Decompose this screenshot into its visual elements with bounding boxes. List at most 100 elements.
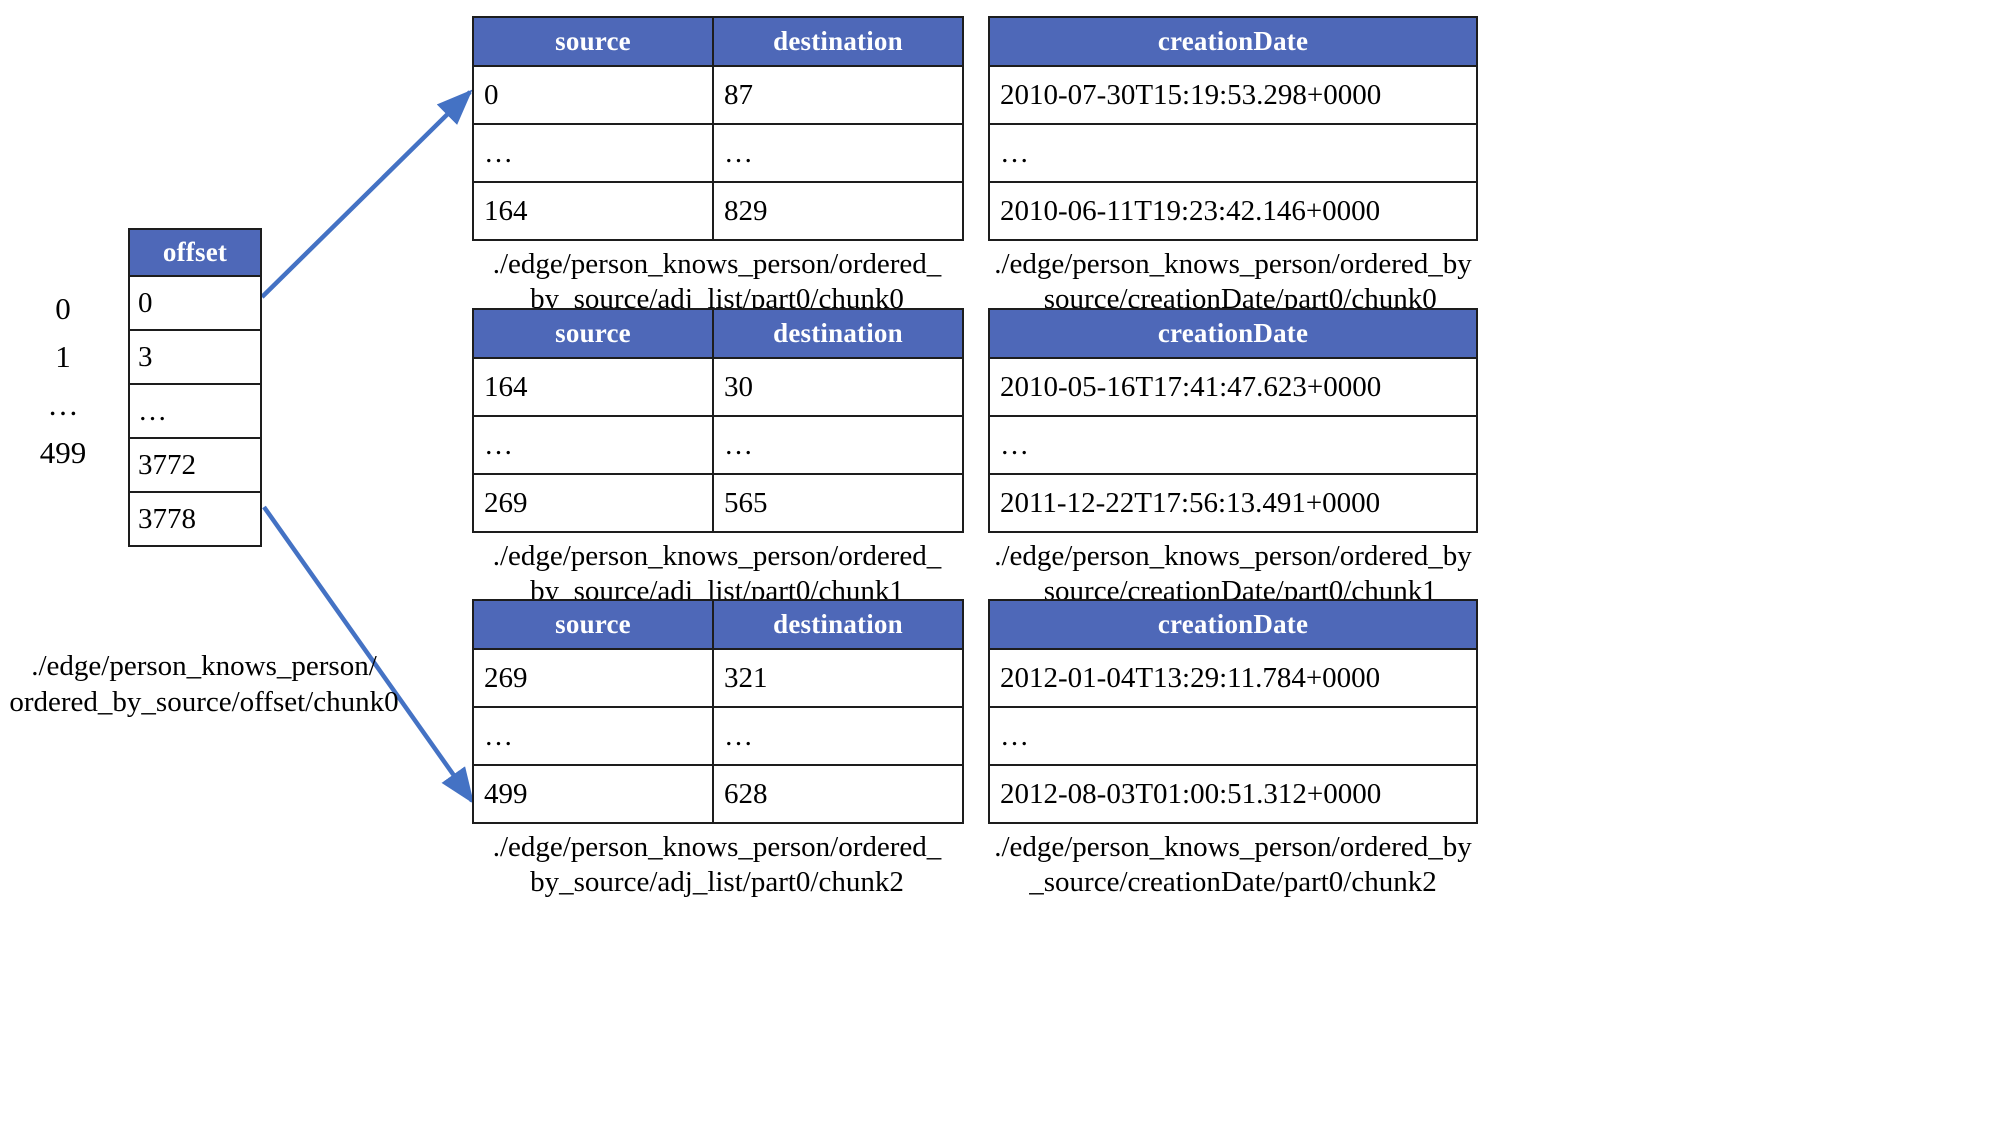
offset-caption-line2: ordered_by_source/offset/chunk0 bbox=[9, 686, 399, 719]
table-header-row: creationDate bbox=[988, 308, 1478, 359]
adj-list-table-chunk0: source destination 0 87 … … 164 829 bbox=[472, 16, 964, 241]
column-header-source: source bbox=[472, 16, 714, 67]
caption-line1: ./edge/person_knows_person/ordered_by bbox=[994, 248, 1472, 280]
table-row: 2010-06-11T19:23:42.146+0000 bbox=[988, 181, 1478, 241]
cell-destination: 628 bbox=[712, 764, 964, 824]
table-row: 164 30 bbox=[472, 357, 964, 417]
cell-destination: 829 bbox=[712, 181, 964, 241]
table-row: 2012-08-03T01:00:51.312+0000 bbox=[988, 764, 1478, 824]
cell-source: 499 bbox=[472, 764, 714, 824]
cell-destination: … bbox=[712, 415, 964, 475]
cell-creationdate: … bbox=[988, 123, 1478, 183]
cell-creationdate: … bbox=[988, 415, 1478, 475]
cell-source: 164 bbox=[472, 181, 714, 241]
cell-source: … bbox=[472, 706, 714, 766]
caption-line1: ./edge/person_knows_person/ordered_ bbox=[492, 540, 942, 572]
table-row: … bbox=[988, 706, 1478, 766]
table-row: … bbox=[988, 123, 1478, 183]
creation-date-group-chunk1: creationDate 2010-05-16T17:41:47.623+000… bbox=[988, 308, 1478, 610]
cell-source: 164 bbox=[472, 357, 714, 417]
cell-source: … bbox=[472, 123, 714, 183]
column-header-destination: destination bbox=[712, 599, 964, 650]
table-header-row: offset bbox=[128, 228, 262, 277]
caption-line2: by_source/adj_list/part0/chunk2 bbox=[530, 866, 904, 899]
table-row: 0 87 bbox=[472, 65, 964, 125]
column-header-creationdate: creationDate bbox=[988, 599, 1478, 650]
table-header-row: creationDate bbox=[988, 599, 1478, 650]
offset-value-3: 3772 bbox=[128, 437, 262, 493]
creation-date-group-chunk2: creationDate 2012-01-04T13:29:11.784+000… bbox=[988, 599, 1478, 901]
cell-destination: … bbox=[712, 706, 964, 766]
adj-list-group-chunk1: source destination 164 30 … … 269 565 ./… bbox=[472, 308, 964, 610]
cell-creationdate: 2010-06-11T19:23:42.146+0000 bbox=[988, 181, 1478, 241]
cell-creationdate: 2010-07-30T15:19:53.298+0000 bbox=[988, 65, 1478, 125]
table-row: 2010-07-30T15:19:53.298+0000 bbox=[988, 65, 1478, 125]
table-row: … … bbox=[472, 123, 964, 183]
offset-value-0: 0 bbox=[128, 275, 262, 331]
cell-source: 269 bbox=[472, 473, 714, 533]
table-row: 2012-01-04T13:29:11.784+0000 bbox=[988, 648, 1478, 708]
table-row: 2010-05-16T17:41:47.623+0000 bbox=[988, 357, 1478, 417]
table-header-row: source destination bbox=[472, 16, 964, 67]
cell-destination: 565 bbox=[712, 473, 964, 533]
adj-list-table-chunk1: source destination 164 30 … … 269 565 bbox=[472, 308, 964, 533]
table-header-row: source destination bbox=[472, 308, 964, 359]
creation-date-group-chunk0: creationDate 2010-07-30T15:19:53.298+000… bbox=[988, 16, 1478, 318]
column-header-destination: destination bbox=[712, 16, 964, 67]
adj-list-group-chunk2: source destination 269 321 … … 499 628 .… bbox=[472, 599, 964, 901]
offset-value-4: 3778 bbox=[128, 491, 262, 547]
cell-destination: 321 bbox=[712, 648, 964, 708]
cell-source: 0 bbox=[472, 65, 714, 125]
table-row: 499 628 bbox=[472, 764, 964, 824]
table-row: … … bbox=[472, 415, 964, 475]
offset-index-0: 0 bbox=[55, 291, 71, 326]
table-header-row: creationDate bbox=[988, 16, 1478, 67]
table-row: … bbox=[988, 415, 1478, 475]
offset-index-3: 499 bbox=[39, 435, 87, 470]
table-row: 3778 bbox=[128, 491, 262, 547]
column-header-destination: destination bbox=[712, 308, 964, 359]
table-row: … … bbox=[472, 706, 964, 766]
column-header-creationdate: creationDate bbox=[988, 16, 1478, 67]
table-row: 3 bbox=[128, 329, 262, 385]
offset-table-caption: ./edge/person_knows_person/ ordered_by_s… bbox=[0, 648, 414, 721]
offset-table-block: offset 0 3 … 3772 3778 bbox=[128, 228, 262, 547]
cell-destination: 30 bbox=[712, 357, 964, 417]
cell-creationdate: 2011-12-22T17:56:13.491+0000 bbox=[988, 473, 1478, 533]
cell-creationdate: … bbox=[988, 706, 1478, 766]
offset-table: offset 0 3 … 3772 3778 bbox=[128, 228, 262, 547]
cell-creationdate: 2012-08-03T01:00:51.312+0000 bbox=[988, 764, 1478, 824]
table-row: 164 829 bbox=[472, 181, 964, 241]
arrow-offset-first-to-chunk0 bbox=[260, 89, 473, 299]
creation-date-table-chunk1: creationDate 2010-05-16T17:41:47.623+000… bbox=[988, 308, 1478, 533]
cell-source: … bbox=[472, 415, 714, 475]
offset-header: offset bbox=[128, 228, 262, 277]
column-header-source: source bbox=[472, 599, 714, 650]
cell-destination: 87 bbox=[712, 65, 964, 125]
table-row: … bbox=[128, 383, 262, 439]
cell-creationdate: 2010-05-16T17:41:47.623+0000 bbox=[988, 357, 1478, 417]
offset-caption-line1: ./edge/person_knows_person/ bbox=[31, 650, 377, 682]
caption-line1: ./edge/person_knows_person/ordered_by bbox=[994, 540, 1472, 572]
table-row: 2011-12-22T17:56:13.491+0000 bbox=[988, 473, 1478, 533]
creation-date-table-chunk0: creationDate 2010-07-30T15:19:53.298+000… bbox=[988, 16, 1478, 241]
offset-index-1: 1 bbox=[55, 339, 71, 374]
adj-list-caption-chunk0: ./edge/person_knows_person/ordered_ by_s… bbox=[472, 247, 962, 318]
table-header-row: source destination bbox=[472, 599, 964, 650]
table-row: 269 565 bbox=[472, 473, 964, 533]
table-row: 3772 bbox=[128, 437, 262, 493]
column-header-source: source bbox=[472, 308, 714, 359]
caption-line1: ./edge/person_knows_person/ordered_by bbox=[994, 831, 1472, 863]
creation-date-caption-chunk2: ./edge/person_knows_person/ordered_by _s… bbox=[988, 830, 1478, 901]
caption-line1: ./edge/person_knows_person/ordered_ bbox=[492, 248, 942, 280]
caption-line2: _source/creationDate/part0/chunk2 bbox=[1029, 866, 1437, 899]
offset-value-2: … bbox=[128, 383, 262, 439]
table-row: 0 bbox=[128, 275, 262, 331]
adj-list-group-chunk0: source destination 0 87 … … 164 829 ./ed… bbox=[472, 16, 964, 318]
cell-creationdate: 2012-01-04T13:29:11.784+0000 bbox=[988, 648, 1478, 708]
creation-date-table-chunk2: creationDate 2012-01-04T13:29:11.784+000… bbox=[988, 599, 1478, 824]
offset-index-2: … bbox=[47, 387, 79, 422]
offset-index-column: 0 1 … 499 bbox=[0, 228, 126, 477]
cell-destination: … bbox=[712, 123, 964, 183]
